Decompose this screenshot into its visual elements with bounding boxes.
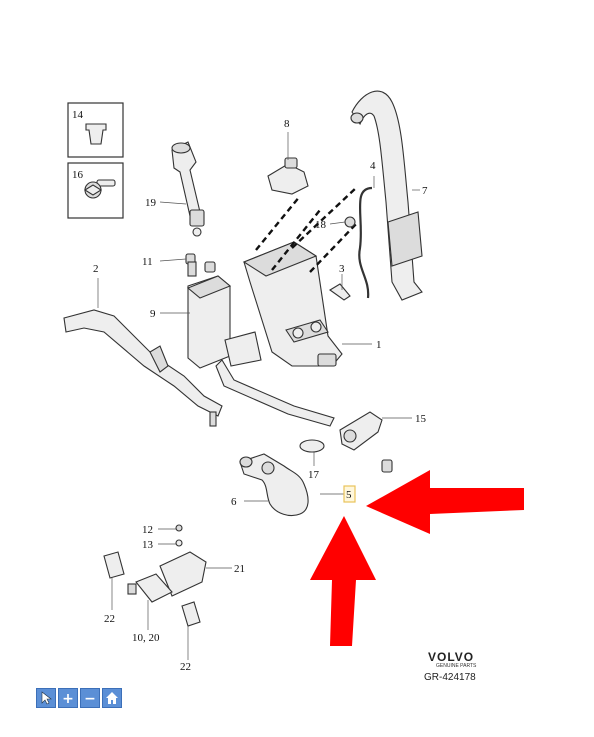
callout-16: 16 [72, 169, 84, 181]
part-15-fitting[interactable] [339, 411, 393, 473]
red-arrow-horizontal-icon [366, 470, 524, 534]
part-22-grommet-b[interactable] [181, 601, 201, 627]
clip-nut-icon [85, 123, 107, 145]
callout-21: 21 [234, 563, 245, 575]
callout-6: 6 [231, 496, 237, 508]
callout-7: 7 [422, 185, 428, 197]
part-8-connector[interactable] [267, 157, 309, 195]
callout-19: 19 [145, 197, 157, 209]
callout-9: 9 [150, 308, 156, 320]
callout-22b: 22 [180, 661, 191, 673]
home-button[interactable] [102, 688, 122, 708]
callout-22a: 22 [104, 613, 115, 625]
callout-14: 14 [72, 109, 84, 121]
cursor-icon [41, 691, 52, 705]
part-4-hose[interactable] [358, 186, 373, 299]
part-12-13-fasteners[interactable] [175, 524, 183, 547]
home-icon [106, 692, 118, 704]
callout-11: 11 [142, 256, 153, 268]
part-10-20-pump[interactable] [127, 573, 173, 603]
zoom-out-button[interactable]: − [80, 688, 100, 708]
minus-icon: − [84, 691, 96, 707]
callout-3: 3 [339, 263, 345, 275]
part-19-pipe[interactable] [171, 141, 205, 237]
dashed-leader-8 [255, 195, 321, 271]
red-arrow-vertical-icon [310, 516, 376, 646]
viewer-toolbar: + − [36, 688, 122, 708]
leader-lines [97, 132, 420, 660]
callout-13: 13 [142, 539, 154, 551]
part-2-bracket[interactable] [63, 309, 223, 427]
select-button[interactable] [36, 688, 56, 708]
part-9-filter[interactable] [186, 261, 335, 427]
callout-1: 1 [376, 339, 382, 351]
part-18-clip[interactable] [344, 216, 356, 228]
part-6-hose[interactable] [239, 453, 309, 517]
callout-12: 12 [142, 524, 153, 536]
callout-17: 17 [308, 469, 320, 481]
callout-10-20: 10, 20 [132, 632, 160, 644]
inset-box-14[interactable]: 14 [67, 102, 124, 158]
callout-15: 15 [415, 413, 427, 425]
callout-8: 8 [284, 118, 290, 130]
callout-5: 5 [346, 489, 352, 501]
callout-4: 4 [370, 160, 376, 172]
zoom-in-button[interactable]: + [58, 688, 78, 708]
dashed-leader-4 [291, 187, 359, 273]
callout-5-highlight [343, 485, 356, 503]
callout-18: 18 [315, 219, 327, 231]
inset-box-16[interactable]: 16 [67, 162, 124, 219]
brand-subtitle: GENUINE PARTS [436, 663, 477, 669]
callout-2: 2 [93, 263, 99, 275]
flange-bolt-icon [83, 179, 116, 199]
diagram-reference: GR-424178 [424, 672, 476, 683]
part-3-clip[interactable] [328, 283, 351, 301]
part-7-hose[interactable] [350, 90, 423, 301]
brand-name: VOLVO [428, 650, 474, 664]
plus-icon: + [62, 691, 74, 707]
part-22-grommet-a[interactable] [103, 551, 125, 579]
part-17-clamp[interactable] [299, 439, 325, 453]
